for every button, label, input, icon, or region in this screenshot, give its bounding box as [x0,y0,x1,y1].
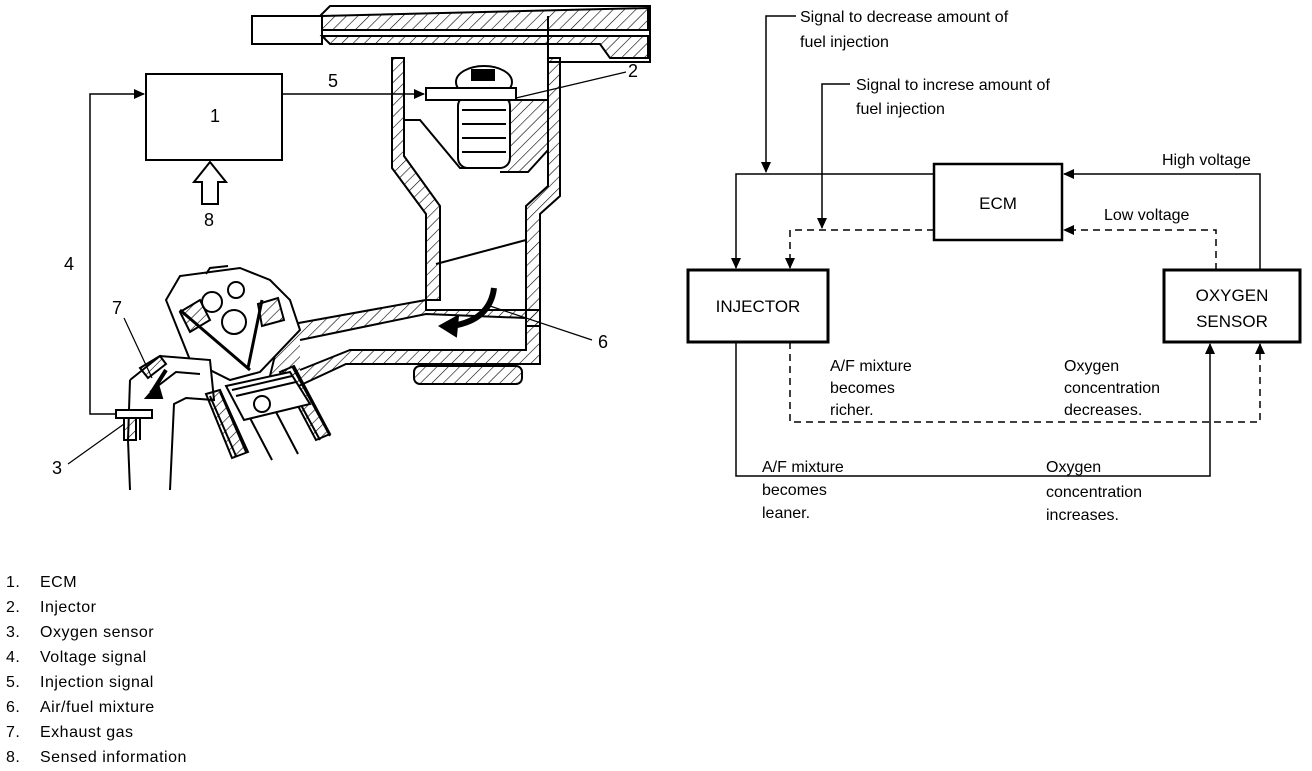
cylinder-head [164,265,302,382]
intake-runner [268,298,541,392]
ecm-box-number: 1 [210,106,220,126]
piston-cylinder [204,364,332,461]
callout-6: 6 [598,332,608,352]
throttle-valve [435,239,527,265]
voltage-signal-line [89,89,145,415]
o2-decreases-label-1: Oxygen [1064,358,1119,375]
o2-decreases-label-2: concentration [1064,380,1160,397]
low-voltage-line [1063,225,1217,270]
o2-increases-label-3: increases. [1046,507,1119,524]
callout-6-leader [489,305,593,341]
callout-2: 2 [628,61,638,81]
air-intake-duct [251,5,651,63]
legend-item: 3.Oxygen sensor [6,624,155,641]
signal-decrease-arrow [761,15,796,173]
callout-7-leader [123,317,153,379]
ecm-label: ECM [979,194,1017,213]
callout-8: 8 [204,210,214,230]
ecm-to-injector-dashed [785,229,934,269]
high-voltage-line [1063,169,1261,270]
callout-4: 4 [64,254,74,274]
sensed-info-arrow [191,160,229,205]
low-voltage-label: Low voltage [1104,207,1189,224]
ecm-box-engine [145,73,283,161]
callout-3: 3 [52,458,62,478]
leaner-loop-solid [735,342,1215,477]
oxygen-sensor-label-2: SENSOR [1196,312,1268,331]
legend-item: 1.ECM [6,574,78,591]
high-voltage-label: High voltage [1162,152,1251,169]
signal-decrease-label-2: fuel injection [800,34,889,51]
injector-box [686,268,830,344]
injector-label: INJECTOR [716,297,801,316]
callout-5: 5 [328,71,338,91]
engine-illustration [115,5,651,491]
o2-increases-label-2: concentration [1046,484,1142,501]
legend-item: 8.Sensed information [6,749,187,766]
o2-increases-label-1: Oxygen [1046,459,1101,476]
richer-label-1: A/F mixture [830,358,912,375]
o2-decreases-label-3: decreases. [1064,402,1142,419]
legend-item: 7.Exhaust gas [6,724,134,741]
callout-7: 7 [112,298,122,318]
signal-decrease-label-1: Signal to decrease amount of [800,9,1009,26]
callout-3-leader [67,423,125,465]
legend-list: 1.ECM 2.Injector 3.Oxygen sensor 4.Volta… [6,570,187,770]
ecm-box [932,162,1064,242]
legend-item: 2.Injector [6,599,97,616]
oxygen-sensor-label-1: OXYGEN [1196,286,1269,305]
airflow-arrow [451,287,497,329]
oxygen-sensor-box [1162,268,1302,344]
signal-increase-arrow [817,83,850,229]
leaner-label-2: becomes [762,482,827,499]
leaner-label-3: leaner. [762,505,810,522]
richer-label-3: richer. [830,402,874,419]
legend-item: 6.Air/fuel mixture [6,699,155,716]
richer-label-2: becomes [830,380,895,397]
leaner-label-1: A/F mixture [762,459,844,476]
feedback-flow-diagram: ECM INJECTOR OXYGEN SENSOR Signal to dec… [686,9,1302,524]
signal-increase-label-2: fuel injection [856,101,945,118]
callout-2-leader [515,71,627,99]
signal-increase-label-1: Signal to increse amount of [856,77,1050,94]
richer-loop-dashed [789,342,1265,423]
injector-body [425,65,517,169]
legend-item: 4.Voltage signal [6,649,147,666]
ecm-to-injector-solid [731,173,934,269]
legend-item: 5.Injection signal [6,674,154,691]
oxygen-sensor-part [115,409,153,441]
